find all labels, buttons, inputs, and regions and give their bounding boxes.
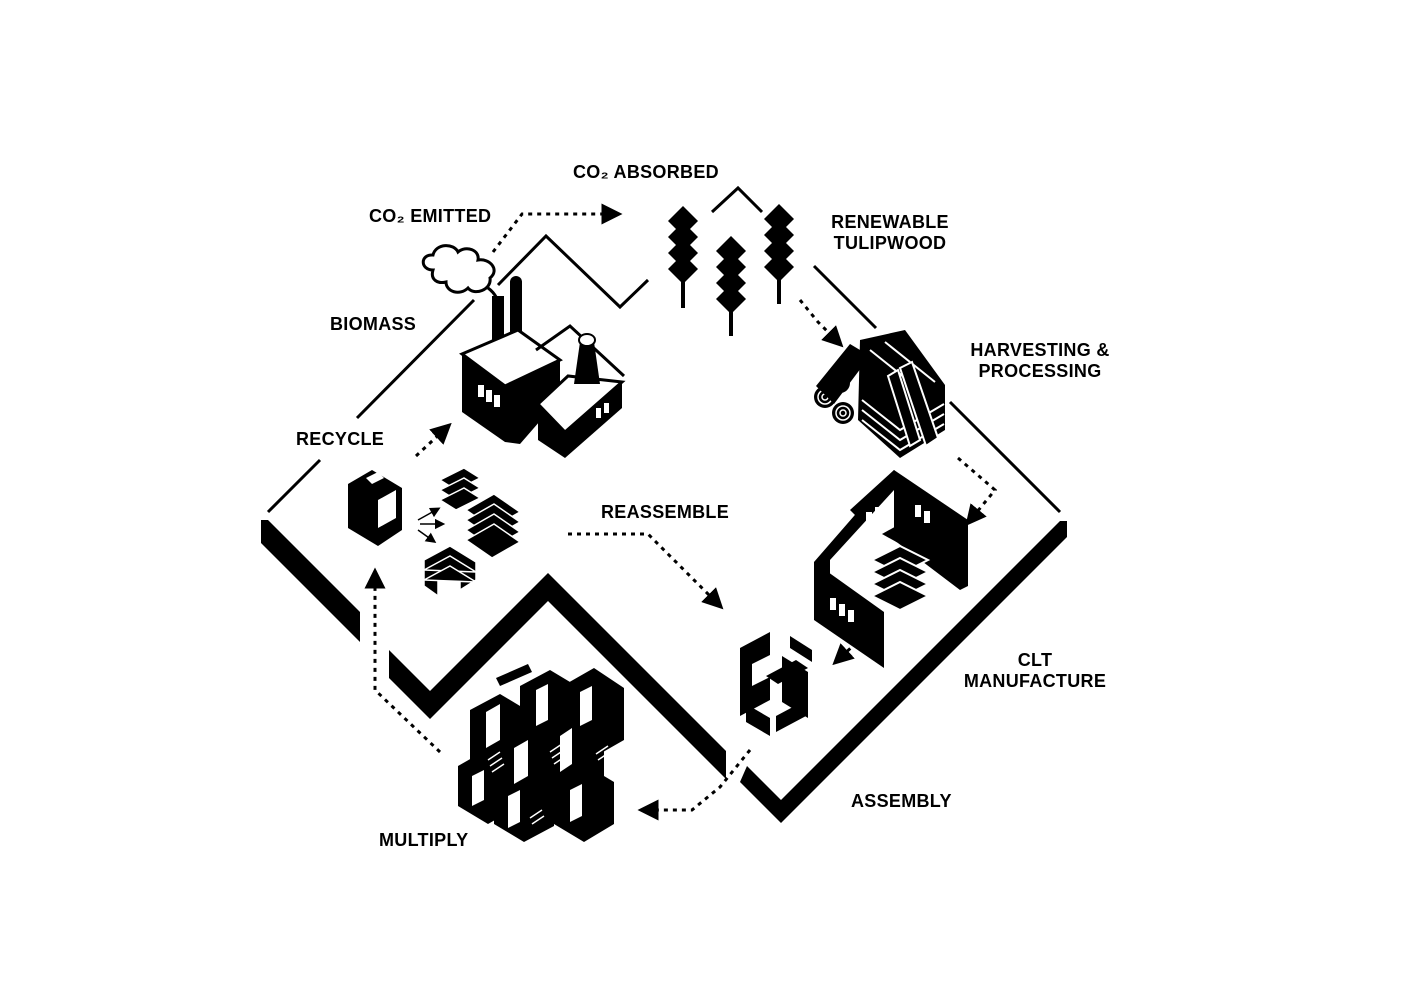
smoke-cloud-icon — [421, 244, 496, 294]
label-renewable-line1: RENEWABLE — [831, 212, 949, 232]
label-multiply: MULTIPLY — [379, 830, 469, 850]
label-renewable-tulipwood: RENEWABLE TULIPWOOD — [820, 212, 960, 254]
tree-icon — [764, 204, 794, 304]
label-assembly: ASSEMBLY — [851, 791, 952, 811]
label-clt-line1: CLT — [1017, 650, 1053, 670]
arrow-icon — [637, 749, 752, 821]
cycle-frame-thin — [266, 185, 1062, 514]
label-recycle: RECYCLE — [296, 429, 385, 449]
tree-icon — [668, 206, 698, 308]
arrow-icon — [414, 422, 452, 458]
clt-panel-house-icon — [814, 470, 968, 668]
label-harvesting-line2: PROCESSING — [978, 361, 1102, 381]
label-clt-line2: MANUFACTURE — [963, 671, 1107, 691]
label-harvesting-line1: HARVESTING & — [970, 340, 1110, 360]
disassembled-parts-icon — [348, 467, 522, 598]
tree-icon — [716, 236, 746, 336]
log-pile-icon — [814, 330, 945, 458]
module-frame-icon — [740, 632, 812, 736]
factory-icon — [421, 244, 626, 458]
arrow-icon — [364, 567, 442, 754]
module-cluster-icon — [458, 664, 624, 842]
arrow-icon — [957, 456, 998, 527]
arrow-icon — [491, 203, 623, 253]
arrow-icon — [798, 299, 844, 348]
label-reassemble: REASSEMBLE — [601, 502, 730, 522]
label-harvesting-processing: HARVESTING & PROCESSING — [960, 340, 1120, 382]
label-co2-emitted: CO₂ EMITTED — [369, 206, 492, 226]
cycle-frame-thick — [261, 520, 1067, 823]
arrow-icon — [568, 532, 724, 610]
label-clt-manufacture: CLT MANUFACTURE — [955, 650, 1115, 692]
label-biomass: BIOMASS — [330, 314, 417, 334]
label-co2-absorbed: CO₂ ABSORBED — [573, 162, 719, 182]
label-renewable-line2: TULIPWOOD — [833, 233, 947, 253]
